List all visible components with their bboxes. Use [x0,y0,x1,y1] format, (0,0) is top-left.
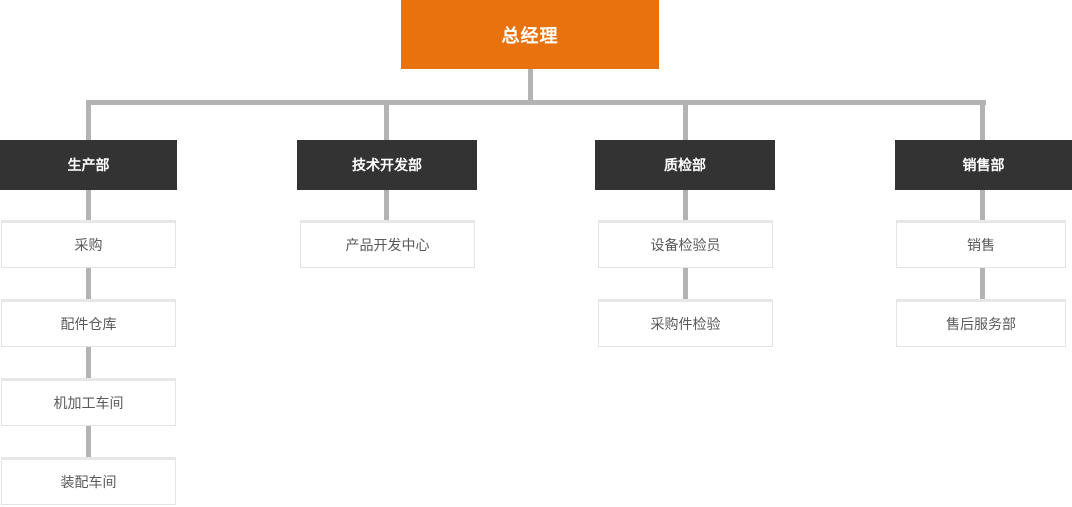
connector-stub-dept-qa [683,105,688,140]
connector-qa-1 [683,268,688,299]
org-node-general-manager: 总经理 [401,0,659,69]
org-node-assembly-workshop: 装配车间 [1,457,176,505]
connector-stub-dept-production [86,105,91,140]
org-node-dept-production: 生产部 [0,140,177,190]
connector-sales-0 [980,190,985,220]
org-node-equipment-inspector: 设备检验员 [598,220,773,268]
connector-production-1 [86,268,91,299]
connector-qa-0 [683,190,688,220]
org-node-dept-tech: 技术开发部 [297,140,477,190]
connector-production-0 [86,190,91,220]
org-node-product-dev-center: 产品开发中心 [300,220,475,268]
connector-tech-0 [384,190,389,220]
connector-stub-dept-tech [384,105,389,140]
connector-stub-dept-sales [980,105,985,140]
org-node-purchasing: 采购 [1,220,176,268]
org-node-after-sales-service: 售后服务部 [896,299,1066,347]
org-node-dept-sales: 销售部 [895,140,1072,190]
org-node-dept-qa: 质检部 [595,140,775,190]
connector-horizontal-line [86,100,986,105]
org-node-sales: 销售 [896,220,1066,268]
connector-production-2 [86,347,91,378]
org-node-machining-workshop: 机加工车间 [1,378,176,426]
connector-production-3 [86,426,91,457]
org-node-purchased-parts-inspection: 采购件检验 [598,299,773,347]
connector-root-stub [528,69,533,100]
connector-sales-1 [980,268,985,299]
org-node-parts-warehouse: 配件仓库 [1,299,176,347]
